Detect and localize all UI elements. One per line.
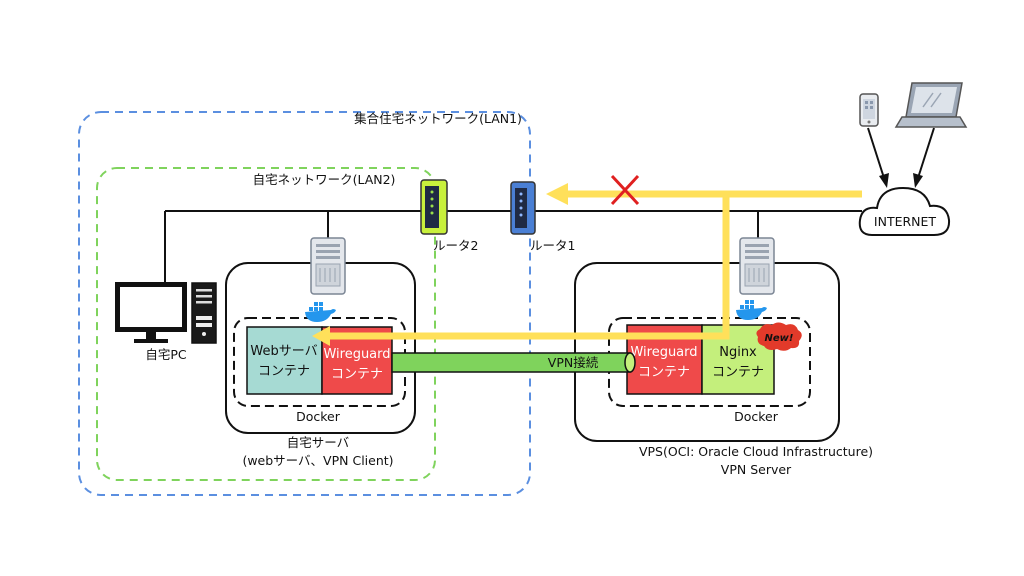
lan2-label: 自宅ネットワーク(LAN2) [253, 172, 396, 187]
phone-to-internet-arrow [867, 127, 885, 179]
laptop-icon [894, 82, 968, 128]
vps-server-icon [739, 237, 775, 295]
vpn-tunnel-label: VPN接続 [548, 355, 599, 370]
web-server-container [246, 326, 323, 395]
laptop-to-internet-arrow [917, 127, 935, 179]
smartphone-icon [859, 93, 879, 127]
desktop-pc-icon [115, 282, 217, 344]
router2-label: ルータ2 [433, 238, 478, 253]
router1-label: ルータ1 [530, 238, 575, 253]
lan2-boundary [96, 167, 436, 481]
home-wireguard-sublabel: コンテナ [331, 367, 383, 382]
vpn-tunnel: VPN接続 [391, 352, 636, 373]
web-container-sublabel: コンテナ [258, 364, 310, 379]
vps-wireguard-sublabel: コンテナ [638, 365, 690, 380]
vps-wireguard-label: Wireguard [630, 345, 697, 360]
nginx-label: Nginx [719, 345, 757, 360]
home-docker-label: Docker [296, 409, 341, 424]
home-server-sublabel: (webサーバ、VPN Client) [242, 453, 393, 468]
traffic-arrowhead-home [312, 326, 330, 346]
traffic-path [330, 190, 862, 340]
lan1-boundary [78, 111, 531, 496]
cloud-icon [858, 186, 951, 236]
vps-docker-label: Docker [734, 409, 779, 424]
new-badge-label: New! [765, 333, 794, 344]
router2-icon [420, 179, 448, 235]
traffic-arrowhead-router [546, 183, 568, 205]
internet-label: INTERNET [874, 214, 937, 229]
blocked-x-icon [610, 174, 640, 206]
new-badge: New! [756, 322, 802, 351]
vps-label: VPS(OCI: Oracle Cloud Infrastructure) [639, 444, 873, 459]
home-server-label: 自宅サーバ [287, 435, 349, 450]
home-pc-label: 自宅PC [145, 347, 187, 362]
vps-docker-boundary [608, 317, 811, 407]
web-container-label: Webサーバ [250, 344, 317, 359]
home-wireguard-label: Wireguard [323, 347, 390, 362]
lan1-label: 集合住宅ネットワーク(LAN1) [354, 111, 522, 126]
router1-icon [510, 181, 536, 235]
home-server-icon [310, 237, 346, 295]
nginx-sublabel: コンテナ [712, 365, 764, 380]
vps-sublabel: VPN Server [721, 462, 792, 477]
